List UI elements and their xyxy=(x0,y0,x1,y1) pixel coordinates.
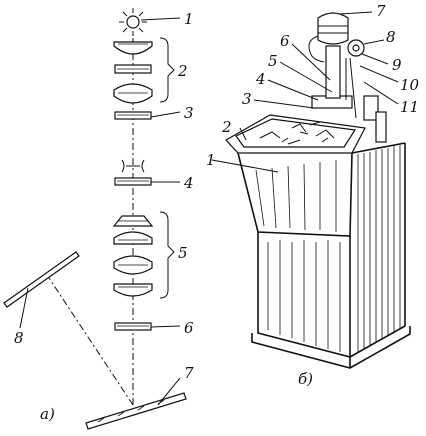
device-label-3: 3 xyxy=(242,90,252,108)
panel-a-caption: а) xyxy=(40,405,55,423)
device-label-7: 7 xyxy=(376,2,386,20)
light-source-icon xyxy=(119,8,147,36)
reflected-ray xyxy=(46,274,134,406)
bracket-5 xyxy=(159,211,175,299)
scheme-label-3: 3 xyxy=(184,104,194,122)
device-label-5: 5 xyxy=(268,52,278,70)
projector-head xyxy=(308,12,387,143)
scheme-label-7: 7 xyxy=(184,364,194,382)
device-label-6: 6 xyxy=(280,32,290,50)
screen-8 xyxy=(3,251,80,308)
device-label-8: 8 xyxy=(386,28,396,46)
scheme-label-4: 4 xyxy=(183,174,194,192)
device-label-10: 10 xyxy=(400,76,420,94)
device-label-1: 1 xyxy=(206,151,216,169)
bracket-2 xyxy=(159,37,175,103)
mirror-7 xyxy=(85,392,187,430)
element-6 xyxy=(114,322,152,331)
panel-b-device: 1 2 3 4 5 6 7 8 9 10 11 б) xyxy=(206,2,420,388)
cabinet-hatching xyxy=(255,145,401,352)
cabinet-top xyxy=(237,152,353,237)
scheme-label-5: 5 xyxy=(178,244,188,262)
device-label-9: 9 xyxy=(392,56,402,74)
panel-b-caption: б) xyxy=(298,370,313,388)
condenser-lenses xyxy=(113,41,153,104)
scheme-label-6: 6 xyxy=(184,319,194,337)
scheme-label-8: 8 xyxy=(14,329,24,347)
table-board xyxy=(225,114,366,154)
scheme-label-1: 1 xyxy=(184,10,194,28)
element-3 xyxy=(114,111,152,120)
device-label-4: 4 xyxy=(255,70,266,88)
device-label-11: 11 xyxy=(400,98,419,116)
panel-a-scheme: 1 2 3 4 5 6 7 8 а) xyxy=(3,8,194,430)
device-label-2: 2 xyxy=(221,118,232,136)
objective-lenses xyxy=(112,215,154,297)
scheme-label-2: 2 xyxy=(177,62,188,80)
